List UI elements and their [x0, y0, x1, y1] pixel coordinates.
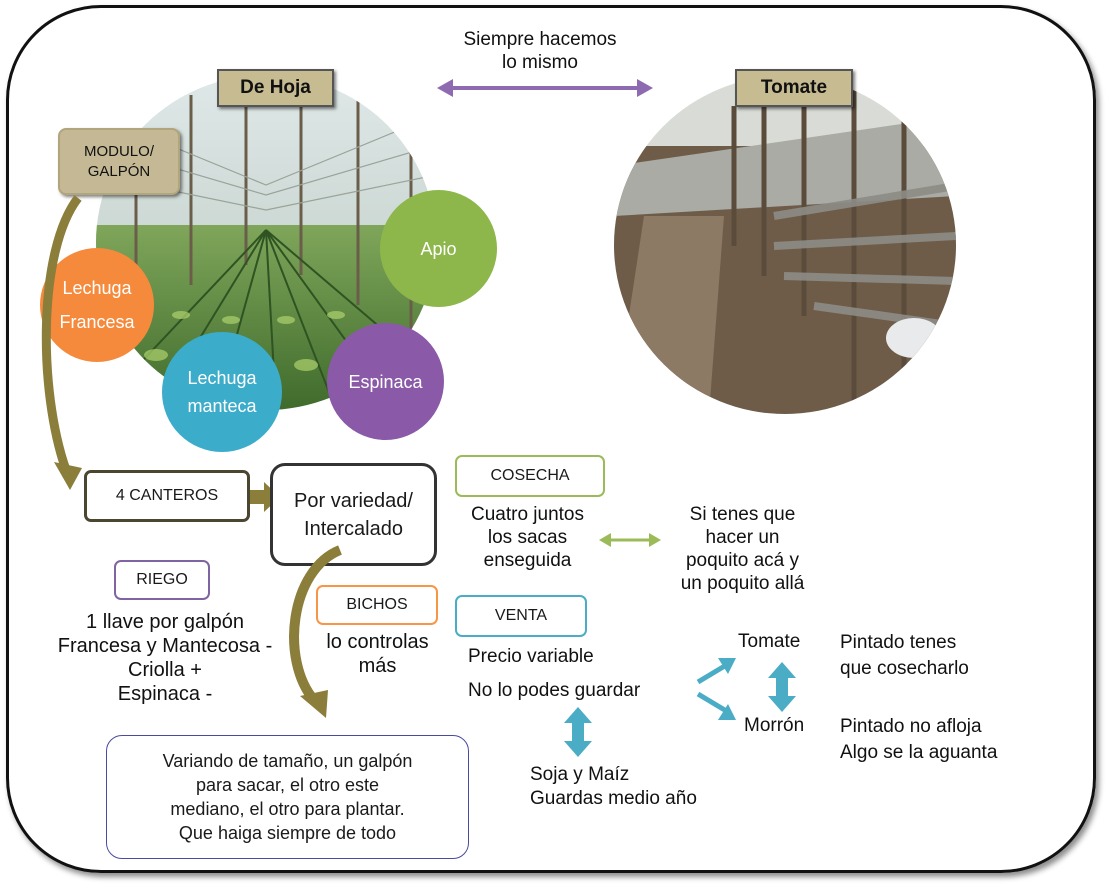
- venta-branch-arrows: [696, 658, 736, 720]
- bottom-note-box: Variando de tamaño, un galpón para sacar…: [106, 735, 469, 859]
- cosecha-label-box: COSECHA: [455, 455, 605, 497]
- compare-double-arrow: [437, 79, 653, 97]
- venta-soja-double-arrow: [564, 707, 592, 757]
- tomate-label: Tomate: [738, 631, 801, 652]
- crop-apio: Apio: [380, 190, 497, 307]
- riego-label-box: RIEGO: [114, 560, 210, 600]
- riego-text: 1 llave por galpón Francesa y Mantecosa …: [57, 611, 273, 705]
- venta-text: Precio variable No lo podes guardar: [468, 646, 641, 701]
- crop-lechuga-manteca: Lechuga manteca: [162, 332, 282, 452]
- bichos-label-box: BICHOS: [316, 585, 438, 625]
- modulo-to-canteros-arrow: [41, 195, 82, 490]
- top-caption: Siempre hacemos lo mismo: [463, 29, 617, 73]
- tomato-photo: [614, 76, 956, 414]
- soja-text: Soja y Maíz Guardas medio año: [530, 764, 697, 809]
- tomate-note: Pintado tenes que cosecharlo: [840, 632, 969, 679]
- cosecha-double-arrow: [599, 533, 661, 547]
- variedad-box: Por variedad/ Intercalado: [270, 463, 437, 566]
- leafy-greens-tag: De Hoja: [217, 69, 334, 107]
- outer-frame: [6, 5, 1096, 873]
- venta-label-box: VENTA: [455, 595, 587, 637]
- crop-espinaca: Espinaca: [327, 323, 444, 440]
- morron-label: Morrón: [744, 715, 805, 736]
- poquito-text: Si tenes que hacer un poquito acá y un p…: [680, 504, 805, 594]
- tomato-tag: Tomate: [735, 69, 853, 107]
- tomate-morron-double-arrow: [768, 662, 796, 712]
- modulo-galpon-tag: MODULO/ GALPÓN: [58, 128, 180, 195]
- morron-note: Pintado no afloja Algo se la aguanta: [840, 716, 998, 763]
- crop-lechuga-francesa: Lechuga Francesa: [40, 248, 154, 362]
- bichos-text: lo controlas más: [326, 631, 429, 677]
- variedad-to-bottom-arrow: [289, 545, 343, 718]
- canteros-box: 4 CANTEROS: [84, 470, 250, 522]
- tomato-greenhouse-image: [614, 76, 956, 414]
- cosecha-text: Cuatro juntos los sacas enseguida: [470, 504, 584, 571]
